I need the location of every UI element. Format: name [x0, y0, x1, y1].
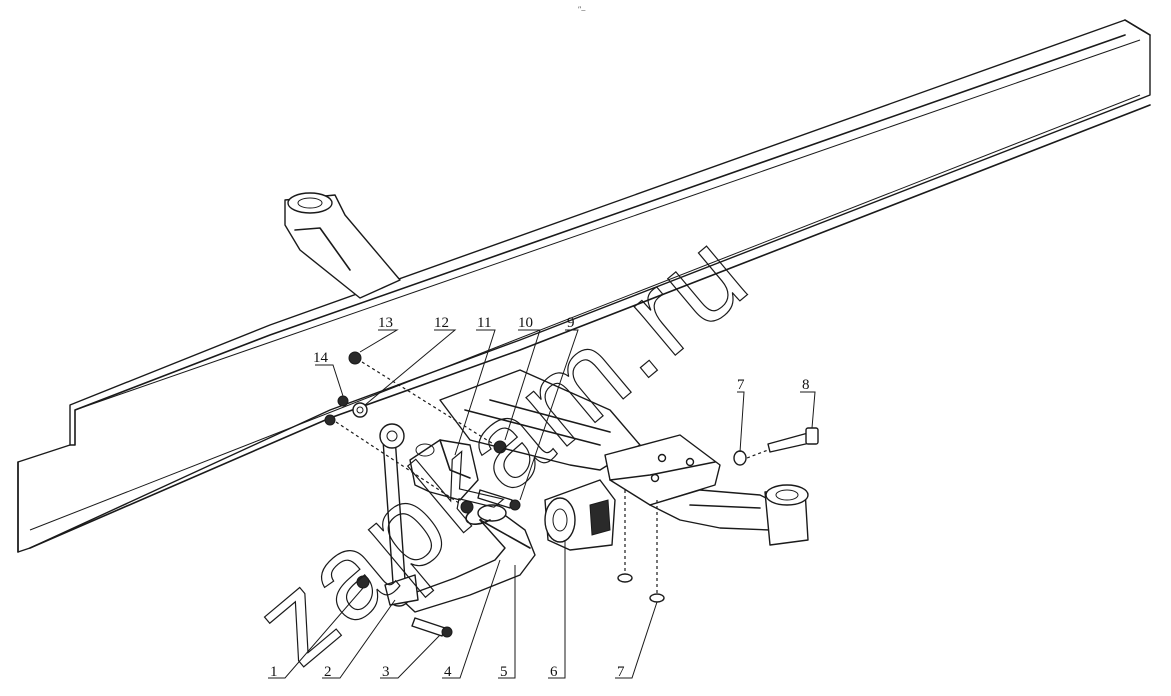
axle-beam	[284, 192, 809, 546]
callout-5: 5	[500, 664, 508, 680]
callout-leaders	[268, 329, 816, 679]
callout-9: 9	[567, 315, 575, 331]
callout-2: 2	[324, 664, 332, 680]
callout-6: 6	[550, 664, 558, 680]
callout-12: 12	[434, 315, 449, 331]
assembly-axes	[335, 361, 769, 594]
link-bracket	[409, 439, 479, 501]
stabilizer-link	[379, 423, 419, 607]
callout-13: 13	[378, 315, 393, 331]
stabilizer-bar	[399, 504, 536, 613]
header-mark: ″‒	[578, 5, 586, 14]
callout-1: 1	[270, 664, 278, 680]
bushing-clamp	[544, 479, 616, 551]
callout-11: 11	[477, 315, 491, 331]
callout-14: 14	[313, 350, 329, 366]
callout-7-lower: 7	[617, 664, 625, 680]
callout-labels: 1 2 3 4 5 6 7 7 8 9 10 11 12 13 14	[270, 315, 810, 680]
fasteners	[324, 351, 819, 638]
callout-4: 4	[444, 664, 452, 680]
callout-3: 3	[382, 664, 390, 680]
callout-10: 10	[518, 315, 533, 331]
frame-rail	[17, 19, 1151, 553]
callout-8: 8	[802, 377, 810, 393]
callout-7-upper: 7	[737, 377, 745, 393]
